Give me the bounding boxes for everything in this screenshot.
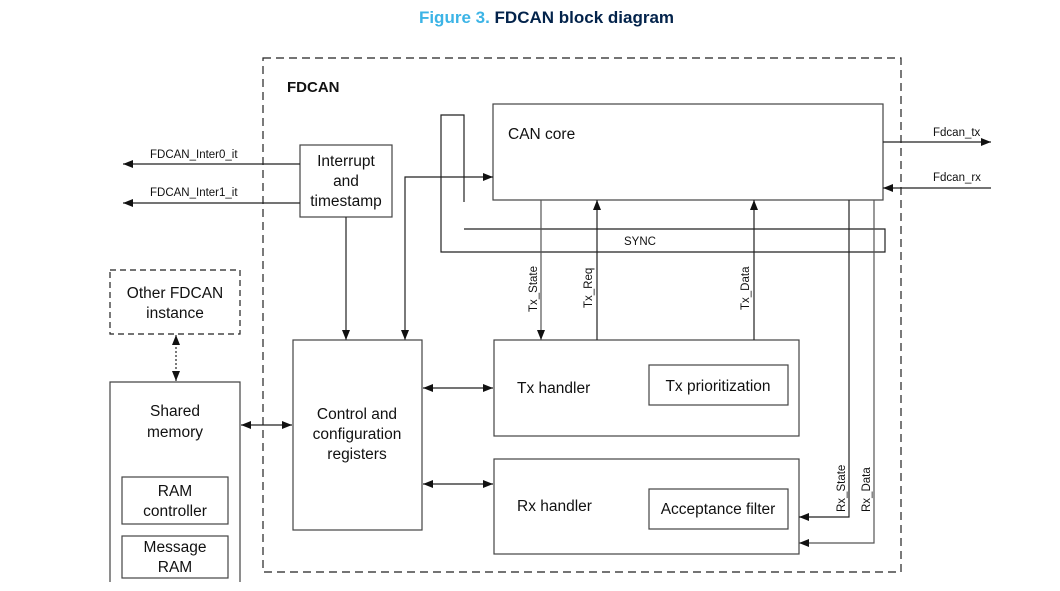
- rx-signals: Rx_State Rx_Data: [799, 200, 875, 547]
- ram-controller-label-1: RAM: [158, 483, 192, 500]
- rx-data-label: Rx_Data: [861, 467, 873, 512]
- fdcan-tx-label: Fdcan_tx: [933, 127, 981, 139]
- interrupt-label-1: Interrupt: [317, 153, 375, 170]
- ram-controller-block: [121, 476, 229, 525]
- tx-handler-label: Tx handler: [517, 380, 590, 397]
- inter0-label: FDCAN_Inter0_it: [150, 149, 238, 161]
- figure-number: Figure 3.: [418, 8, 490, 27]
- control-can-core-arrow: [401, 173, 493, 340]
- interrupt-timestamp-block[interactable]: Interrupt and timestamp: [299, 144, 393, 218]
- other-instance-label-2: instance: [146, 305, 204, 322]
- rx-state-label: Rx_State: [836, 465, 848, 512]
- rx-handler-block[interactable]: Rx handler Acceptance filter: [493, 458, 800, 555]
- can-core-label: CAN core: [508, 126, 575, 143]
- control-label-1: Control and: [317, 406, 397, 423]
- interrupt-label-2: and: [333, 173, 359, 190]
- shared-memory-block[interactable]: Shared memory RAM controller Message RAM: [109, 381, 241, 582]
- inter1-label: FDCAN_Inter1_it: [150, 187, 238, 199]
- bus-signals: Fdcan_tx Fdcan_rx: [883, 127, 991, 192]
- tx-state-label: Tx_State: [528, 266, 540, 312]
- acceptance-filter-block: [648, 488, 789, 530]
- acceptance-filter-label: Acceptance filter: [661, 501, 776, 518]
- fdcan-container-label: FDCAN: [287, 79, 340, 96]
- rx-data-arrow: [799, 200, 875, 547]
- ram-controller-label-2: controller: [143, 503, 207, 520]
- tx-signals: Tx_State Tx_Req Tx_Data: [528, 200, 758, 340]
- other-fdcan-instance-block[interactable]: Other FDCAN instance: [109, 269, 241, 335]
- message-ram-label-1: Message: [144, 539, 207, 556]
- interrupt-output-signals: FDCAN_Inter0_it FDCAN_Inter1_it: [123, 149, 300, 207]
- other-instance-label-1: Other FDCAN: [127, 285, 223, 302]
- tx-prioritization-block: [648, 364, 789, 406]
- rx-handler-label: Rx handler: [517, 498, 592, 515]
- shared-memory-label-2: memory: [147, 424, 203, 441]
- tx-req-label: Tx_Req: [583, 268, 595, 308]
- sync-label: SYNC: [624, 236, 656, 248]
- shared-memory-label-1: Shared: [150, 403, 200, 420]
- control-label-3: registers: [327, 446, 387, 463]
- fdcan-rx-label: Fdcan_rx: [933, 172, 981, 184]
- tx-handler-block[interactable]: Tx handler Tx prioritization: [493, 339, 800, 437]
- figure-caption: FDCAN block diagram: [494, 8, 675, 27]
- message-ram-block: [121, 535, 229, 579]
- rx-state-arrow: [799, 200, 850, 521]
- tx-data-label: Tx_Data: [740, 266, 752, 310]
- control-label-2: configuration: [313, 426, 402, 443]
- tx-prioritization-label: Tx prioritization: [665, 378, 770, 395]
- interrupt-label-3: timestamp: [310, 193, 382, 210]
- can-core-block[interactable]: CAN core: [492, 103, 884, 201]
- control-registers-block[interactable]: Control and configuration registers: [292, 339, 423, 531]
- figure-title: Figure 3. FDCAN block diagram: [0, 8, 1060, 28]
- fdcan-container: [262, 57, 902, 573]
- message-ram-label-2: RAM: [158, 559, 192, 576]
